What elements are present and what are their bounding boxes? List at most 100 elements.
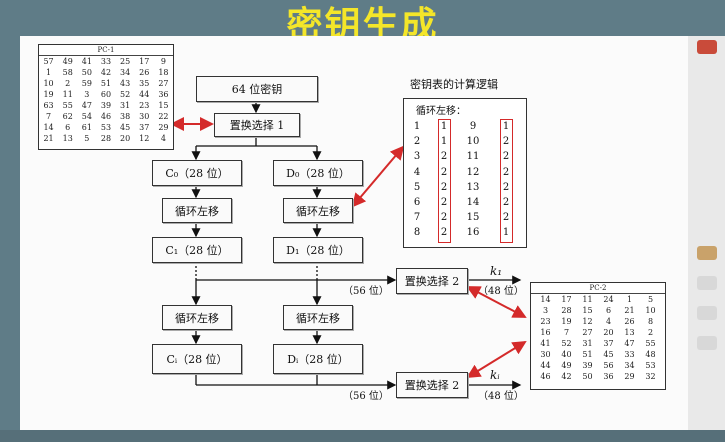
di-box: Dᵢ（28 位） <box>273 344 363 374</box>
pc1-cell: 59 <box>81 79 92 88</box>
shift-amount: 2 <box>440 197 448 208</box>
pc2-cell: 45 <box>603 350 614 359</box>
shift-round: 15 <box>466 212 480 224</box>
pc2-cell: 10 <box>645 306 656 315</box>
pc1-cell: 49 <box>62 57 73 66</box>
pc2-cell: 48 <box>645 350 656 359</box>
pc2-cell: 53 <box>645 361 656 370</box>
shift-round: 5 <box>413 181 421 193</box>
pc1-cell: 9 <box>160 57 166 66</box>
pc1-cell: 62 <box>62 112 73 121</box>
pc2-cell: 44 <box>540 361 551 370</box>
pc2-cell: 14 <box>540 295 551 304</box>
pc1-cell: 15 <box>158 101 169 110</box>
pc1-cell: 42 <box>100 68 112 77</box>
pc2-cell: 52 <box>561 339 572 348</box>
shift-amount: 2 <box>440 212 448 224</box>
shift-left-box-d: 循环左移 <box>283 198 353 223</box>
pc1-cell: 60 <box>100 90 112 99</box>
pc1-cell: 26 <box>139 68 150 77</box>
pc1-cell: 22 <box>158 112 169 121</box>
pc1-cell: 41 <box>81 57 92 66</box>
pc1-cell: 52 <box>120 90 131 99</box>
pc1-cell: 25 <box>120 57 131 66</box>
pc1-cell: 37 <box>139 123 150 132</box>
pc2-cell: 16 <box>540 328 551 337</box>
shift-amount: 2 <box>440 181 448 193</box>
pc2-cell: 42 <box>561 372 572 381</box>
tool-icon[interactable] <box>697 306 717 320</box>
pc1-cell: 18 <box>158 68 169 77</box>
pc1-cell: 57 <box>43 57 54 66</box>
pc2-cell: 55 <box>645 339 656 348</box>
shift-amount: 2 <box>440 166 448 178</box>
ci-box: Cᵢ（28 位） <box>152 344 242 374</box>
bits48-label-1: （48 位） <box>478 286 524 297</box>
pc2-cell: 36 <box>603 372 614 381</box>
shift-amount: 2 <box>440 151 448 163</box>
pc2-cell: 29 <box>624 372 635 381</box>
pc2-cell: 28 <box>561 306 572 315</box>
shift-amount: 2 <box>502 212 510 224</box>
pc1-cell: 17 <box>139 57 150 66</box>
pc2-cell: 19 <box>561 317 572 326</box>
pc2-cell: 6 <box>605 306 612 315</box>
pc2-cell: 49 <box>561 361 572 370</box>
pc1-cell: 27 <box>158 79 169 88</box>
shift-left-box-c-i: 循环左移 <box>162 305 232 330</box>
pc1-cell: 63 <box>43 101 54 110</box>
shift-table-subheading: 循环左移： <box>416 106 466 117</box>
pc2-cell: 21 <box>624 306 635 315</box>
pc2-cell: 7 <box>563 328 570 337</box>
shift-round: 11 <box>466 151 480 163</box>
shift-amount: 2 <box>502 151 510 163</box>
pc1-cell: 33 <box>100 57 112 66</box>
pc2-cell: 20 <box>603 328 614 337</box>
pc1-cell: 1 <box>46 68 52 77</box>
pc2-cell: 27 <box>582 328 593 337</box>
edit-icon[interactable] <box>697 276 717 290</box>
pc2-cell: 40 <box>561 350 572 359</box>
bits56-label-i: （56 位） <box>343 391 389 402</box>
pen-icon[interactable] <box>697 40 717 54</box>
bits48-label-i: （48 位） <box>478 391 524 402</box>
pc2-cell: 32 <box>645 372 656 381</box>
pc1-cell: 61 <box>81 123 92 132</box>
pc1-cell: 6 <box>65 123 71 132</box>
right-shift-highlight <box>500 119 513 243</box>
pc1-caption: PC-1 <box>39 45 173 56</box>
pc2-cell: 47 <box>624 339 635 348</box>
pc2-cell: 56 <box>603 361 614 370</box>
pc2-box-1: 置换选择 2 <box>396 268 468 294</box>
shift-round: 9 <box>469 121 477 132</box>
color-icon[interactable] <box>697 246 717 260</box>
pc1-cell: 19 <box>43 90 54 99</box>
shift-amount: 2 <box>502 136 510 148</box>
pc1-cell: 12 <box>139 134 150 143</box>
pc1-cell: 34 <box>120 68 131 77</box>
more-icon[interactable] <box>697 336 717 350</box>
pc1-cell: 21 <box>43 134 54 143</box>
pc2-cell: 13 <box>624 328 635 337</box>
pc1-cell: 4 <box>160 134 166 143</box>
shift-amount: 1 <box>502 227 510 239</box>
c0-box: C₀（28 位） <box>152 160 242 186</box>
shift-left-box-d-i: 循环左移 <box>283 305 353 330</box>
shift-amount: 1 <box>440 121 448 132</box>
shift-round: 7 <box>413 212 421 224</box>
pc2-cell: 11 <box>582 295 593 304</box>
bits56-label-1: （56 位） <box>343 286 389 297</box>
shift-round: 4 <box>413 166 421 178</box>
pc1-cell: 7 <box>46 112 52 121</box>
